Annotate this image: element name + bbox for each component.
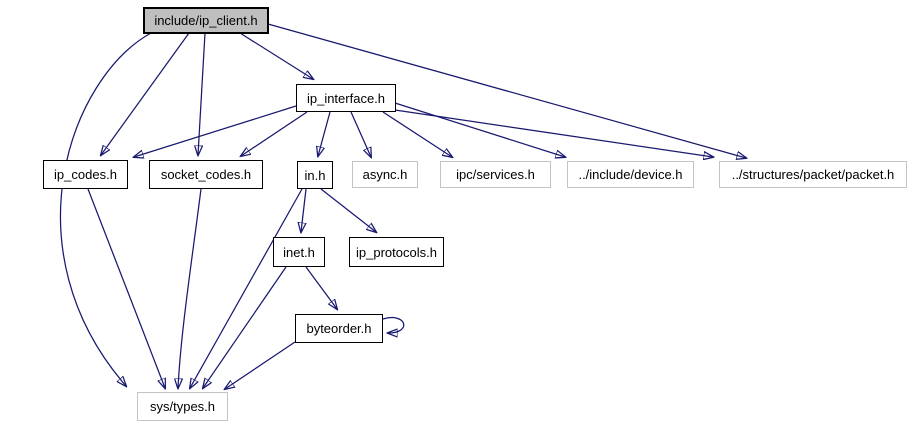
node-sys-types: sys/types.h (137, 392, 228, 421)
node-ip-protocols[interactable]: ip_protocols.h (349, 237, 444, 267)
node-ipc-services: ipc/services.h (440, 161, 551, 188)
edge-ip-client-to-ip-interface (239, 32, 313, 79)
edge-in-to-inet (301, 188, 307, 232)
edge-ip-codes-to-sys-types (87, 188, 165, 388)
edge-byteorder-self-loop (382, 317, 405, 333)
edge-in-to-sys-types (190, 188, 303, 388)
edge-ip-interface-to-in (318, 111, 331, 156)
node-in-h[interactable]: in.h (297, 161, 333, 189)
node-structures-packet: ../structures/packet/packet.h (719, 161, 907, 188)
edge-ip-interface-to-async (350, 111, 371, 157)
edge-ip-interface-to-ipc-services (382, 111, 452, 157)
node-byteorder-h[interactable]: byteorder.h (295, 314, 383, 343)
edge-byteorder-to-sys-types (225, 341, 296, 389)
node-ip-interface[interactable]: ip_interface.h (296, 84, 396, 112)
node-inet-h[interactable]: inet.h (273, 237, 325, 267)
edge-ip-interface-to-ip-codes (134, 105, 297, 157)
node-async-h: async.h (352, 161, 418, 188)
edge-ip-client-to-packet (267, 23, 746, 158)
edge-inet-to-sys-types (203, 266, 287, 388)
node-socket-codes[interactable]: socket_codes.h (149, 160, 263, 189)
edge-ip-interface-to-device (394, 102, 565, 157)
edge-ip-interface-to-socket-codes (241, 111, 308, 156)
node-include-ip-client: include/ip_client.h (143, 7, 269, 34)
edge-socket-codes-to-sys-types (178, 188, 202, 388)
edge-ip-client-to-socket-codes (198, 32, 206, 155)
edge-in-to-ip-protocols (320, 188, 376, 232)
edge-inet-to-byteorder (305, 266, 337, 309)
node-include-device: ../include/device.h (567, 161, 694, 188)
edge-ip-interface-to-packet (394, 109, 713, 157)
edge-ip-client-to-ip-codes (101, 32, 190, 155)
node-ip-codes[interactable]: ip_codes.h (43, 160, 128, 189)
edge-ip-client-to-sys-types (59, 32, 152, 386)
